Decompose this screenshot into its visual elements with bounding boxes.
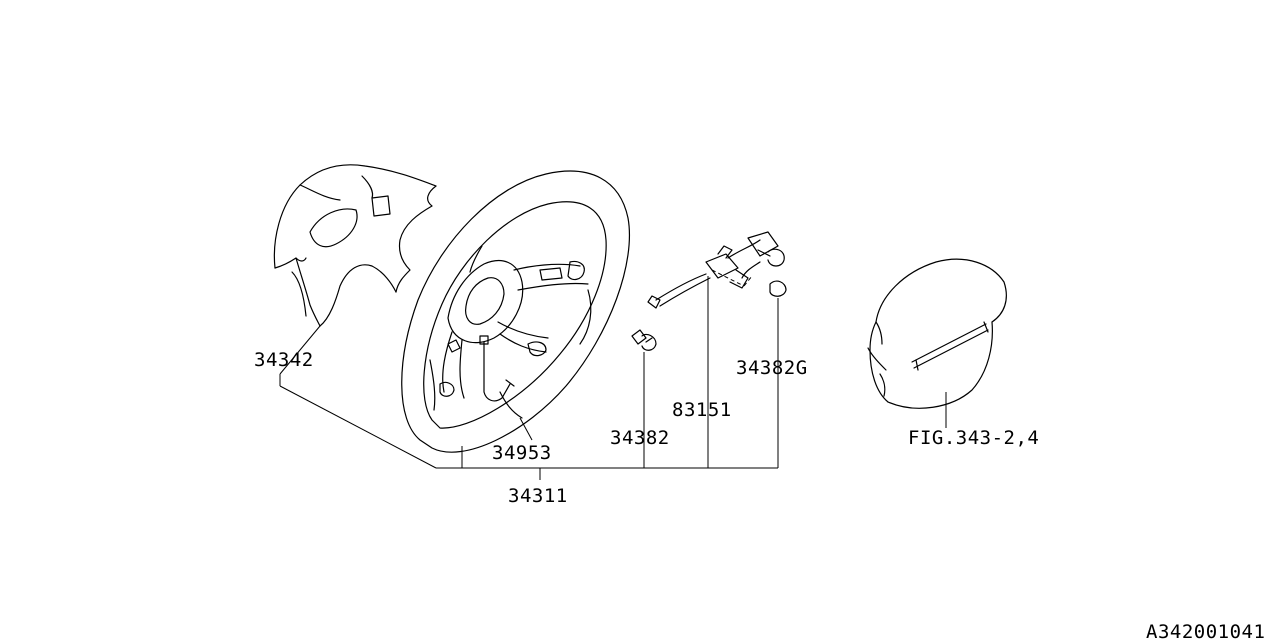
- label-34311: 34311: [508, 485, 568, 507]
- label-fig-reference: FIG.343-2,4: [908, 427, 1039, 449]
- label-34382: 34382: [610, 427, 670, 449]
- diagram-code: A342001041: [1146, 621, 1265, 640]
- steering-wheel-part: [401, 170, 630, 453]
- bolt-part: [631, 329, 657, 351]
- switch-harness-part: [647, 231, 779, 309]
- leader-lines: [279, 269, 947, 480]
- label-83151: 83151: [672, 399, 732, 421]
- airbag-module-part: [867, 258, 1007, 409]
- rear-cover-part: [273, 164, 437, 327]
- label-34382G: 34382G: [736, 357, 808, 379]
- harness-part: [479, 335, 523, 419]
- label-34953: 34953: [492, 442, 552, 464]
- label-34342: 34342: [254, 349, 314, 371]
- screw-part: [757, 248, 787, 297]
